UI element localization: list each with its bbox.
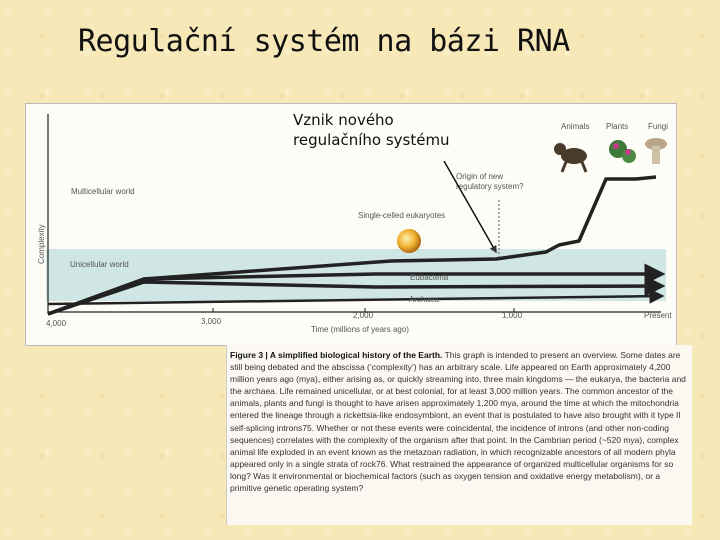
caption-figure-id: Figure 3 | A simplified biological histo… — [230, 350, 443, 360]
unicellular-world-label: Unicellular world — [70, 260, 129, 269]
annotation-text: Vznik nového regulačního systému — [293, 110, 483, 150]
complexity-timeline-graph: Complexity Multicellular world Unicellul… — [37, 114, 672, 334]
x-tick-3000: 3,000 — [201, 317, 222, 326]
archaea-lineage-line — [47, 275, 666, 316]
origin-label-line1: Origin of new — [456, 172, 503, 181]
caption-body: This graph is intended to present an ove… — [230, 350, 686, 494]
eubacteria-label: Eubacteria — [410, 273, 449, 282]
mushroom-image — [645, 138, 667, 164]
figure-caption: Figure 3 | A simplified biological histo… — [226, 345, 692, 525]
archaea-lower-line — [47, 288, 665, 306]
x-tick-present: Present — [644, 311, 672, 320]
annotation-line-1: Vznik nového — [293, 111, 394, 129]
eukaryote-cell-image — [397, 229, 421, 253]
x-axis-label: Time (millions of years ago) — [311, 325, 409, 334]
fungi-label: Fungi — [648, 122, 668, 131]
plant-image — [609, 140, 636, 163]
origin-label-line2: regulatory system? — [456, 182, 524, 191]
evolution-figure: Complexity Multicellular world Unicellul… — [25, 103, 677, 346]
y-axis-label: Complexity — [37, 224, 46, 264]
archaea-label: Archaea — [409, 295, 439, 304]
annotation-arrow — [443, 160, 497, 254]
slide-title: Regulační systém na bázi RNA — [78, 24, 570, 59]
x-tick-2000: 2,000 — [353, 311, 374, 320]
annotation-line-2: regulačního systému — [293, 131, 450, 149]
animals-label: Animals — [561, 122, 589, 131]
plants-label: Plants — [606, 122, 628, 131]
multicellular-world-label: Multicellular world — [71, 187, 135, 196]
eukaryote-lineage-line — [47, 175, 657, 316]
monkey-image — [554, 143, 588, 173]
x-tick-1000: 1,000 — [502, 311, 523, 320]
x-tick-4000: 4,000 — [46, 319, 67, 328]
single-celled-eukaryotes-label: Single-celled eukaryotes — [358, 211, 445, 220]
